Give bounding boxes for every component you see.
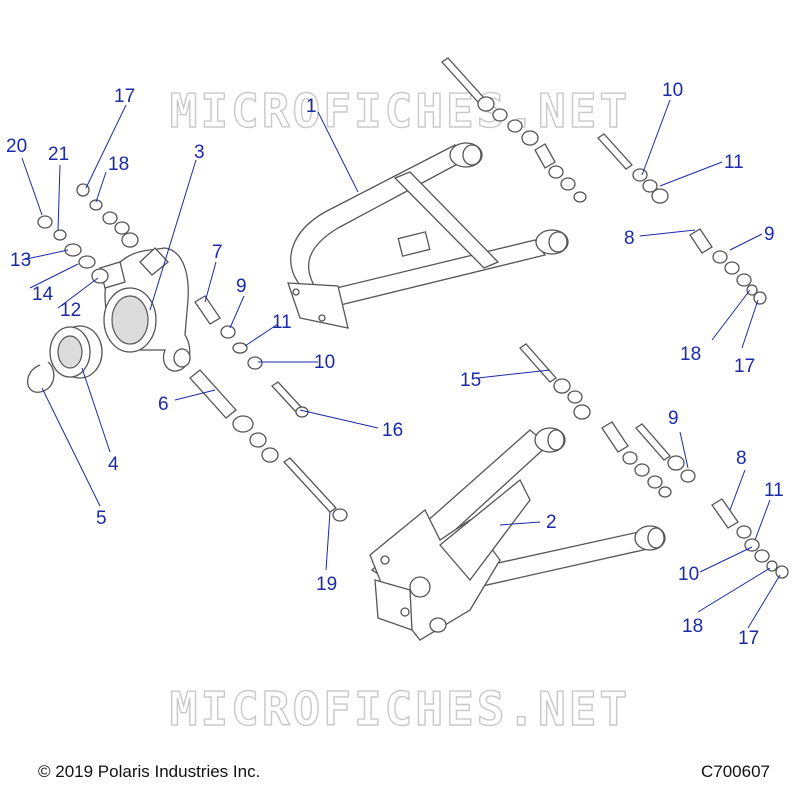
callout-1: 1	[306, 96, 317, 117]
callout-9-upper-right: 9	[764, 224, 775, 245]
callout-10-top: 10	[662, 80, 683, 101]
upper-bolt-stack	[441, 57, 669, 204]
callout-18-knuckle: 18	[108, 154, 129, 175]
callout-18-lower-right: 18	[682, 616, 703, 637]
wheel-bearing	[49, 325, 103, 379]
callout-8-lower: 8	[736, 448, 747, 469]
callout-12: 12	[60, 300, 81, 321]
callout-11-upper-right: 11	[724, 152, 744, 173]
callout-9-lower-right: 9	[668, 408, 679, 429]
sleeves-knuckle	[189, 295, 279, 463]
callout-7: 7	[212, 242, 223, 263]
callout-9-knuckle: 9	[236, 276, 247, 297]
callout-6: 6	[158, 394, 169, 415]
lower-control-arm	[369, 427, 666, 641]
lower-right-bolt-stack	[601, 421, 789, 579]
callout-13: 13	[10, 250, 31, 271]
callout-14: 14	[32, 284, 54, 305]
figure-code: C700607	[700, 762, 770, 781]
knuckle-hardware	[37, 183, 139, 284]
callout-11-knuckle: 11	[272, 312, 292, 333]
callout-19: 19	[316, 574, 337, 595]
callout-16: 16	[382, 420, 403, 441]
callout-8-upper: 8	[624, 228, 635, 249]
callout-15: 15	[460, 370, 481, 391]
callout-20: 20	[6, 136, 27, 157]
callout-5: 5	[96, 508, 107, 529]
watermark-top: MICROFICHES.NET	[169, 83, 631, 138]
callout-10-knuckle: 10	[314, 352, 335, 373]
snap-ring	[26, 361, 55, 393]
callout-21: 21	[48, 144, 69, 165]
callout-17-upper-right: 17	[734, 356, 755, 377]
callout-4: 4	[108, 454, 119, 475]
lower-center-bolt-stack	[519, 343, 591, 420]
watermark-bottom: MICROFICHES.NET	[169, 681, 631, 736]
upper-control-arm	[287, 142, 569, 329]
callout-11-lower-right: 11	[764, 480, 784, 501]
upper-right-sleeve-stack	[689, 228, 767, 305]
callout-18-upper-right: 18	[680, 344, 701, 365]
callout-17-knuckle: 17	[114, 86, 135, 107]
callout-2: 2	[546, 512, 557, 533]
callout-labels: 1 2 3 4 5 6 7 8 8 9 9 9 10 10 10 11 11 1…	[6, 80, 784, 649]
callout-17-lower-right: 17	[738, 628, 759, 649]
leader-lines	[21, 99, 781, 629]
knuckle	[99, 247, 191, 372]
bolts-knuckle	[271, 381, 348, 522]
callout-3: 3	[194, 142, 205, 163]
callout-10-lower-right: 10	[678, 564, 699, 585]
copyright-text: © 2019 Polaris Industries Inc.	[38, 762, 261, 781]
